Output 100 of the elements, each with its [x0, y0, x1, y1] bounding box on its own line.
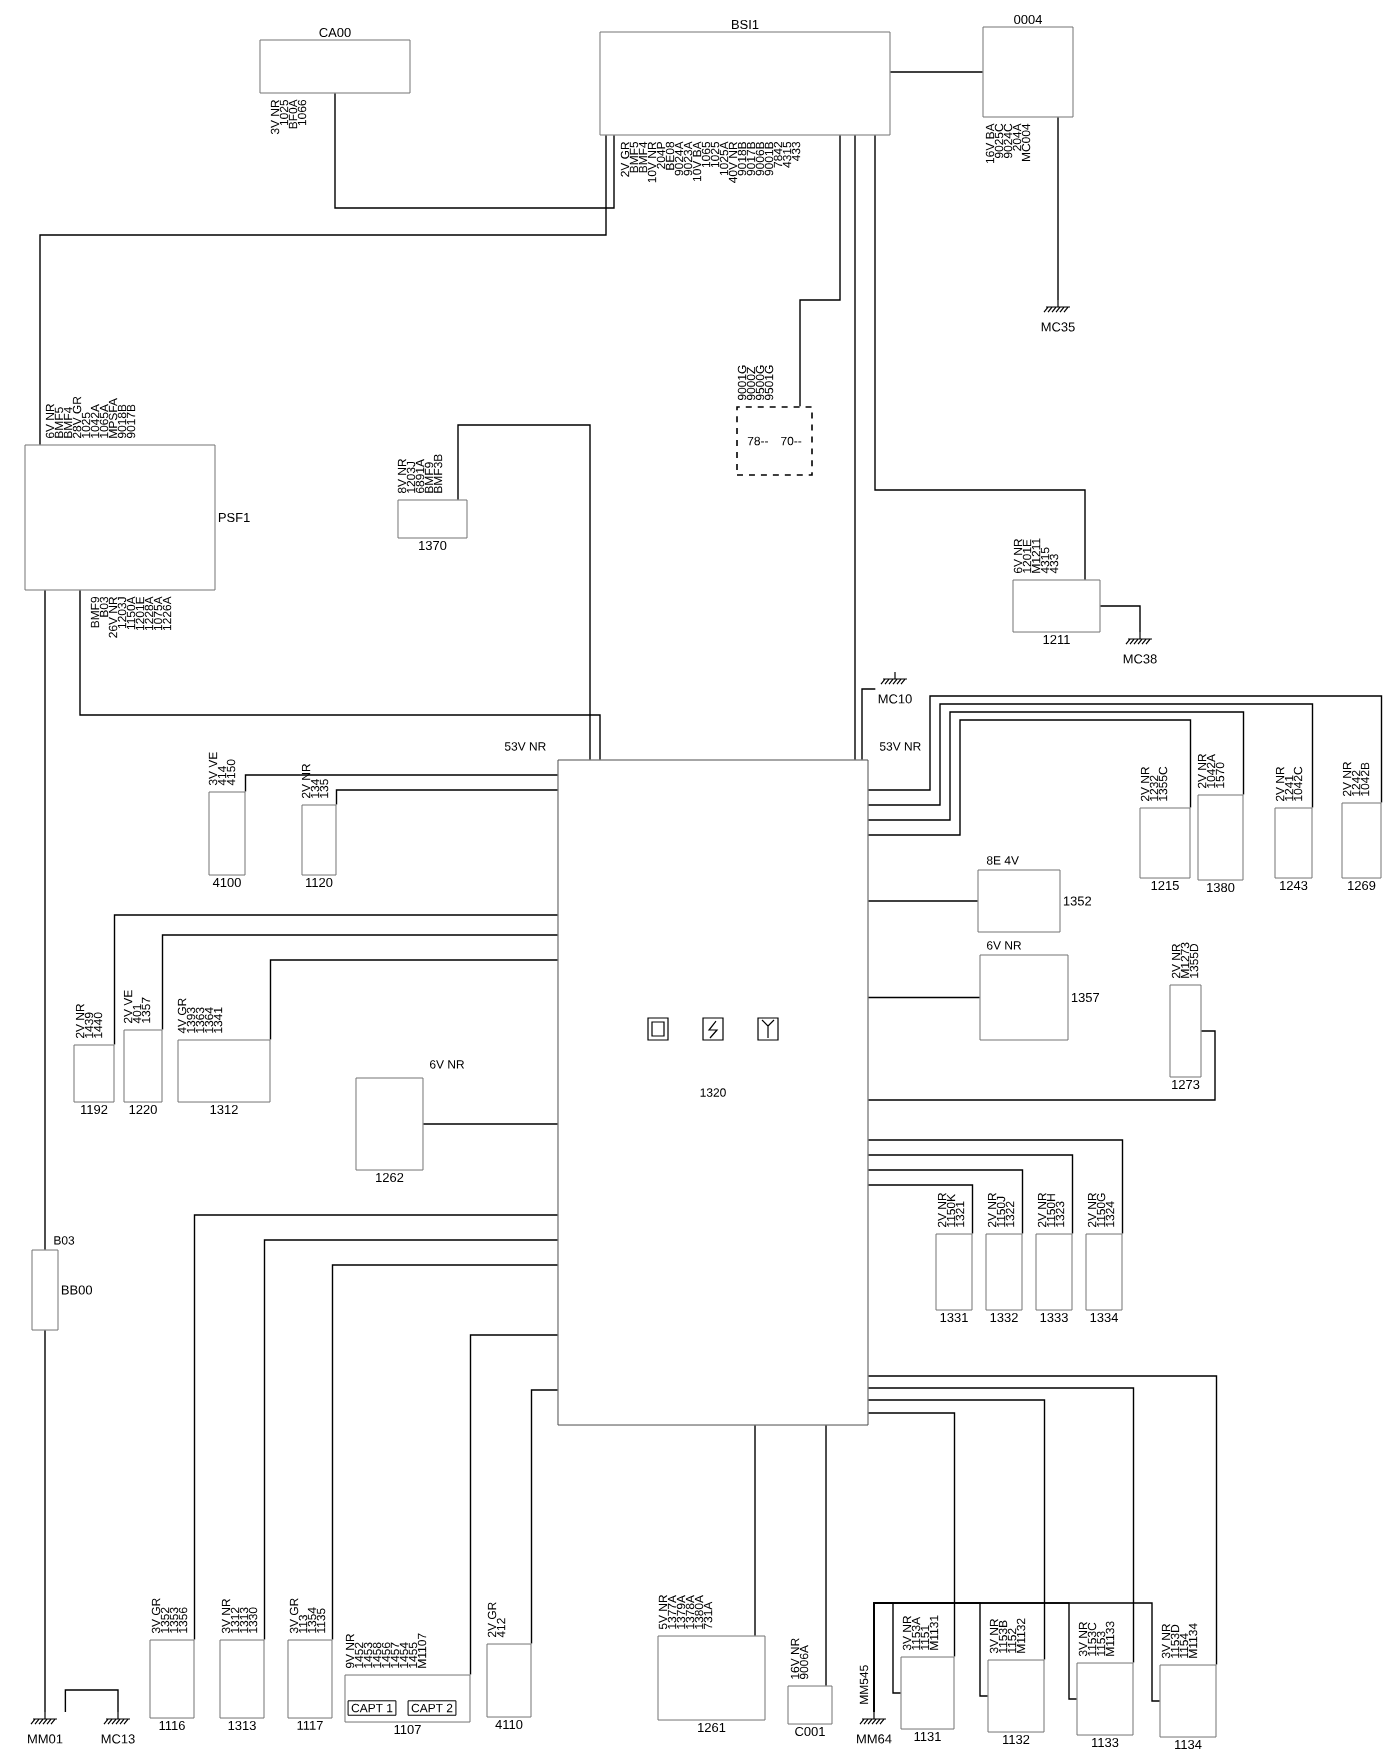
component-box: BB00 [31, 1249, 93, 1331]
wire [825, 1424, 827, 1687]
wire-label: 1153C [1087, 1622, 1097, 1656]
wire-label: 2V NR [1037, 1192, 1047, 1228]
wire [867, 1154, 1074, 1235]
wire [44, 589, 46, 1251]
wire-label: 204P [656, 142, 666, 169]
component-box: 1352 [977, 869, 1092, 933]
wire-label: 4315 [1040, 547, 1050, 574]
ground-label: MC38 [1123, 654, 1157, 664]
wire [867, 1030, 1216, 1101]
wire-label: MPSFA [108, 398, 118, 438]
wire-label: 6V NR [430, 1060, 465, 1069]
component-box: 1220 [123, 1029, 163, 1115]
wire-label: 1203J [406, 461, 416, 493]
wire-label: 1455 [408, 1642, 418, 1668]
wire-label: 16V NR [790, 1638, 800, 1679]
wire [79, 589, 601, 761]
component-box: 1243 [1274, 807, 1313, 891]
component-box: 1370 [397, 499, 468, 551]
wire [867, 1184, 974, 1235]
wire-label: 1075A [153, 596, 163, 631]
sensor-tag: CAPT 2 [407, 1700, 457, 1716]
wire [44, 1329, 46, 1713]
wire [799, 134, 841, 407]
wire-label: 9006A [799, 1645, 809, 1680]
component-box: 1334 [1085, 1233, 1123, 1323]
wire-label: 40V NR [728, 141, 738, 183]
wire-label: 6V NR [45, 403, 55, 439]
component-box: CA00 [259, 27, 411, 94]
wire-label: 1323 [1055, 1201, 1065, 1227]
wire-label: 7842 [773, 142, 783, 168]
component-box: 1133 [1076, 1662, 1134, 1748]
wire-label: 3V NR [221, 1598, 231, 1634]
wire-label: 2V NR [1140, 766, 1150, 802]
wire-label: 53V NR [504, 742, 546, 751]
component-box: BSI1 [599, 19, 891, 136]
wire-label: 1453 [363, 1642, 373, 1668]
node-label: 1370 [419, 540, 447, 551]
wire-label: 2V NR [987, 1192, 997, 1228]
wire-label: M1107 [417, 1633, 427, 1668]
dashed-box: 78-- 70-- [736, 406, 813, 476]
node-label: 1192 [81, 1104, 108, 1115]
wire-label: 9006B [755, 142, 765, 176]
wire-label: 2V NR [1197, 753, 1207, 789]
wire-label: 3V NR [902, 1615, 912, 1651]
node-label: 1352 [1063, 896, 1092, 906]
component-box: 1134 [1159, 1664, 1217, 1750]
wire-label: 1457 [390, 1642, 400, 1668]
wire-label: MM545 [859, 1665, 869, 1704]
component-box: 1313 [219, 1639, 265, 1731]
wire-label: 1353 [169, 1607, 179, 1633]
component-box: 1132 [987, 1659, 1045, 1745]
wire-label: 1324 [1105, 1201, 1115, 1227]
component-box: 1273 [1169, 984, 1202, 1090]
wire-label: 1150A [126, 596, 136, 630]
wire-label: 1456 [381, 1642, 391, 1668]
wire-label: 414 [217, 766, 227, 786]
wire-label: 1242 [1351, 770, 1361, 796]
wire-label: 433 [791, 141, 801, 162]
wire-label: 8E 4V [986, 856, 1019, 865]
wire [530, 1389, 559, 1645]
node-label: 1273 [1172, 1079, 1200, 1090]
wire-label: 26V NR [108, 596, 118, 638]
component-box: C001 [787, 1685, 833, 1737]
component-box: 1331 [935, 1233, 973, 1323]
node-label: 1333 [1040, 1312, 1068, 1323]
wire-label: 1025 [279, 99, 289, 126]
wire-label: M1273 [1180, 942, 1190, 978]
wire [269, 959, 559, 1041]
wire-label: 6V NR [987, 941, 1022, 950]
wire-label: 9000Z [746, 367, 756, 401]
wire [161, 934, 559, 1031]
wire-label: 1454 [399, 1642, 409, 1668]
component-box: 1332 [985, 1233, 1023, 1323]
wire [193, 1214, 559, 1641]
wire [422, 1123, 559, 1125]
node-label: 1107 [394, 1724, 421, 1735]
node-label: 1116 [159, 1720, 185, 1731]
component-box: 1192 [73, 1044, 115, 1115]
wire-label: 2V NR [937, 1192, 947, 1228]
wire-label: 412 [496, 1618, 506, 1638]
wire-label: 5V NR [658, 1594, 668, 1630]
component-box: 1261 [657, 1635, 766, 1733]
wire-label: 2V NR [75, 1003, 85, 1039]
component-box: 1116 [149, 1639, 195, 1731]
wire [331, 1264, 559, 1641]
wire-label: 2V NR [1275, 766, 1285, 802]
wire-label: 3V NR [989, 1618, 999, 1654]
node-label: 1261 [698, 1722, 726, 1733]
wire-label: 2V GR [487, 1602, 497, 1638]
node-label: 1120 [306, 877, 333, 888]
component-box: 1120 [301, 804, 337, 888]
node-label: 1215 [1151, 880, 1179, 891]
wire-label: 2V VE [123, 990, 133, 1024]
wire-label: BMF9 [424, 462, 434, 493]
wire-label: 9017B [746, 142, 756, 176]
wire-label: 1322 [1005, 1201, 1015, 1227]
wire-label: 1379A [676, 1595, 686, 1629]
node-label: BSI1 [732, 19, 759, 30]
